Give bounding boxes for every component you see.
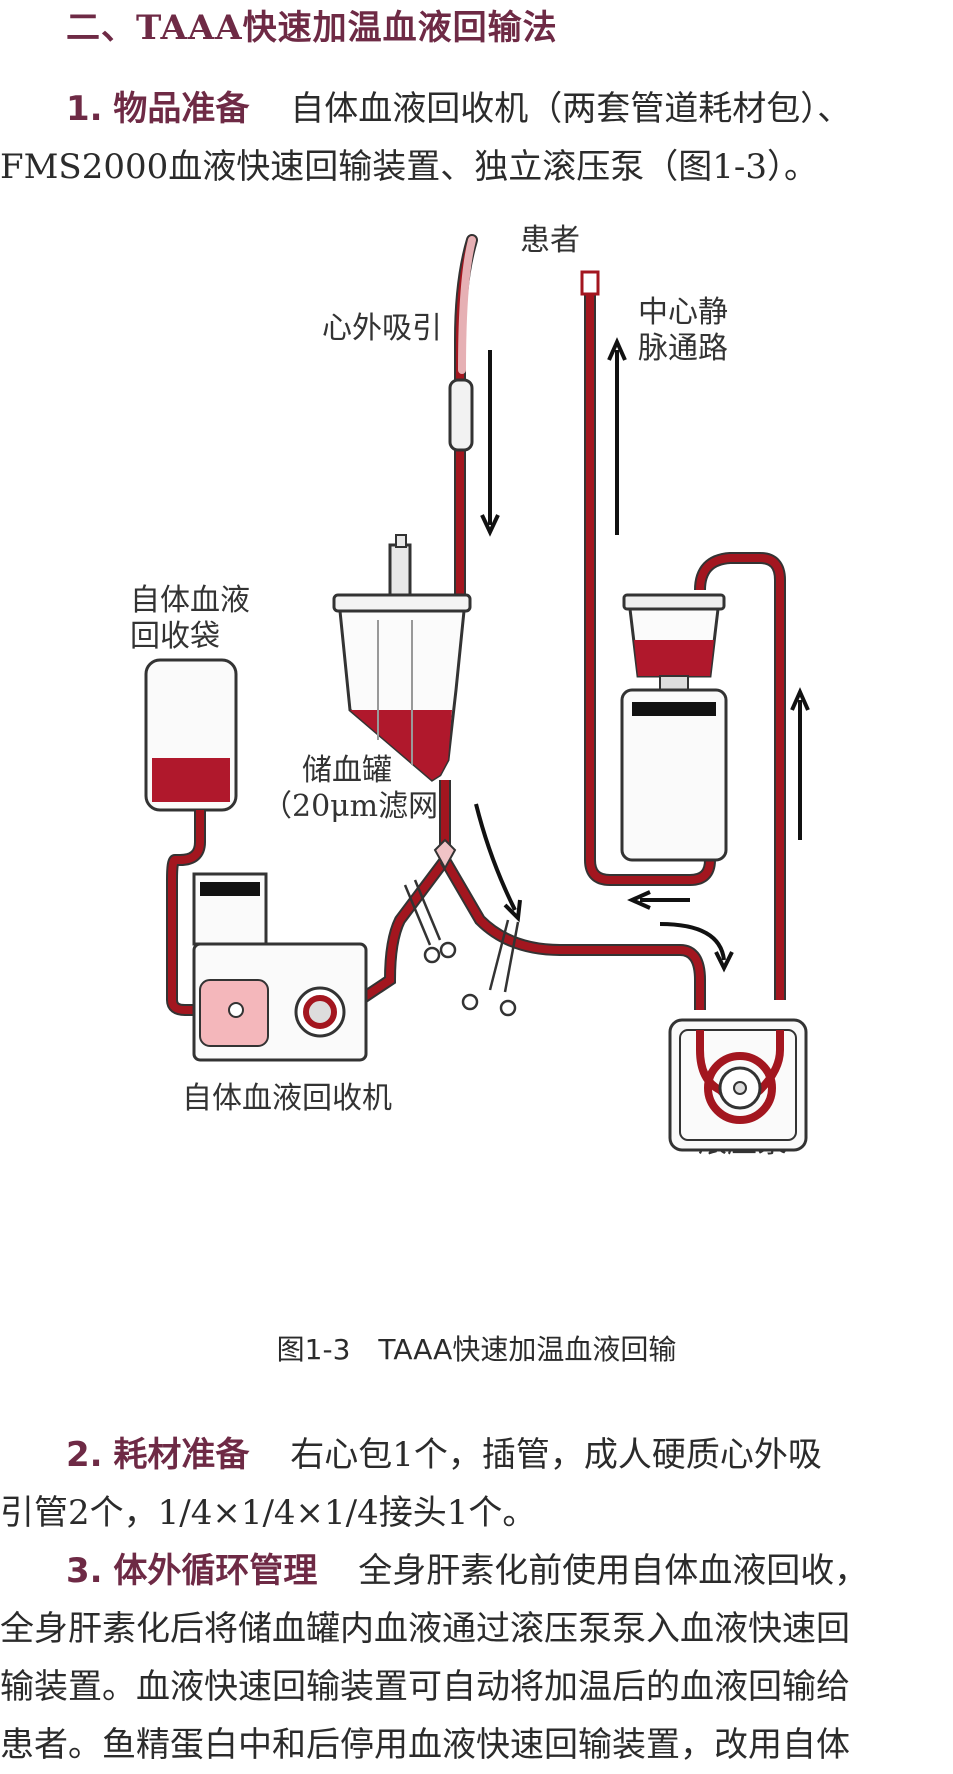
paragraph-line: 患者。鱼精蛋白中和后停用血液快速回输装置，改用自体: [0, 1725, 850, 1765]
figure-diagram: 患者 心外吸引 中心静 脉通路 自体血液 回收袋 储血罐 （20μm滤网） 快速…: [130, 223, 810, 1160]
paragraph-text: 全身肝素化前使用自体血液回收，: [358, 1551, 869, 1591]
paragraph-line: 全身肝素化后将储血罐内血液通过滚压泵泵入血液快速回: [0, 1609, 850, 1649]
paragraph-line: 引管2个，1/4×1/4×1/4接头1个。: [0, 1493, 537, 1533]
paragraph-line: 1. 物品准备 自体血液回收机（两套管道耗材包）、: [0, 80, 953, 138]
figure-caption: 图1-3 TAAA快速加温血液回输: [276, 1333, 677, 1366]
paragraph-line: FMS2000血液快速回输装置、独立滚压泵（图1-3）。: [0, 147, 818, 187]
paragraph-item-3: 3. 体外循环管理 全身肝素化前使用自体血液回收， 全身肝素化后将储血罐内血液通…: [0, 1542, 953, 1774]
label-reservoir: 储血罐: [302, 753, 392, 788]
paragraph-item-2: 2. 耗材准备 右心包1个，插管，成人硬质心外吸 引管2个，1/4×1/4×1/…: [0, 1426, 953, 1542]
paragraph-item-1: 1. 物品准备 自体血液回收机（两套管道耗材包）、 FMS2000血液快速回输装…: [0, 80, 953, 196]
label-central-vein: 中心静: [638, 295, 728, 330]
flow-arrows: [474, 337, 810, 973]
section-title: 二、TAAA快速加温血液回输法: [66, 8, 558, 48]
roller-pump: [668, 1018, 808, 1152]
blood-recovery-bag: [144, 658, 238, 812]
paragraph-line: 2. 耗材准备 右心包1个，插管，成人硬质心外吸: [0, 1426, 953, 1484]
label-reservoir-filter: （20μm滤网）: [262, 789, 468, 824]
blood-reservoir: [332, 534, 472, 782]
paragraph-text: 右心包1个，插管，成人硬质心外吸: [290, 1435, 822, 1475]
clamp-icon: [403, 879, 457, 964]
label-patient: 患者: [520, 223, 580, 258]
item-number: 1.: [66, 89, 103, 129]
paragraph-line: 3. 体外循环管理 全身肝素化前使用自体血液回收，: [0, 1542, 953, 1600]
item-label: 耗材准备: [113, 1435, 250, 1475]
paragraph-text: 自体血液回收机（两套管道耗材包）、: [290, 89, 852, 129]
label-blood-bag: 回收袋: [130, 619, 220, 654]
cell-saver-machine: [192, 872, 368, 1062]
paragraph-line: 输装置。血液快速回输装置可自动将加温后的血液回输给: [0, 1667, 850, 1707]
label-cell-saver: 自体血液回收机: [182, 1081, 392, 1116]
item-number: 3.: [66, 1551, 103, 1591]
label-central-vein: 脉通路: [638, 331, 728, 366]
label-cardiac-suction: 心外吸引: [322, 311, 442, 346]
item-label: 体外循环管理: [113, 1551, 318, 1591]
label-blood-bag: 自体血液: [130, 583, 250, 618]
rapid-infusion-device: [620, 593, 728, 862]
item-label: 物品准备: [113, 89, 250, 129]
clamp-icon: [461, 919, 520, 1017]
item-number: 2.: [66, 1435, 103, 1475]
